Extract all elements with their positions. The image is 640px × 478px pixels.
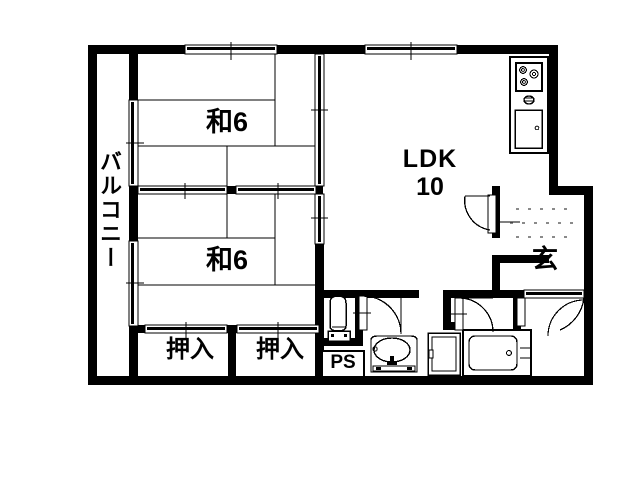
room-label-ldk-size: 10 — [416, 173, 444, 201]
toilet-room — [327, 295, 402, 342]
ldk-genkan-door — [464, 194, 497, 234]
room-label-ldk: LDK — [402, 145, 458, 173]
kitchen-unit — [509, 56, 549, 154]
bath-door — [449, 297, 494, 333]
balcony-door-lower — [126, 240, 144, 327]
toilet-door — [353, 295, 402, 335]
room-label-washitsu-lower: 和6 — [205, 245, 249, 275]
washroom-genkan-door — [516, 297, 585, 337]
room-label-pipe-shaft: PS — [330, 352, 356, 373]
balcony-door-upper — [126, 99, 144, 187]
kitchen-drain-icon — [523, 95, 535, 105]
wash-basin-vanity — [370, 335, 418, 373]
shoe-cabinet — [500, 195, 584, 255]
toilet-fixture — [327, 295, 351, 342]
pipe-shaft-box — [321, 350, 365, 378]
bathroom — [449, 297, 585, 377]
room-label-washitsu-upper: 和6 — [205, 107, 249, 137]
room-label-oshiire-left: 押入 — [166, 336, 214, 363]
tatami-lines-upper — [138, 54, 315, 186]
fusuma-between-washitsu — [137, 183, 317, 199]
gas-stove-3-burner — [515, 62, 543, 92]
fusuma-washitsu-ldk — [311, 53, 328, 245]
kitchen-sink — [514, 109, 543, 149]
closet-doors — [144, 322, 320, 338]
entrance-door — [523, 289, 585, 331]
bathtub — [462, 329, 532, 377]
washing-machine — [427, 332, 461, 376]
room-label-genkan: 玄 — [531, 244, 558, 274]
window-washitsu-upper-north — [184, 42, 278, 60]
room-label-oshiire-right: 押入 — [256, 336, 304, 363]
tatami-lines-lower — [138, 194, 315, 286]
room-label-balcony: バルコニー — [97, 150, 122, 270]
window-ldk-north — [364, 42, 458, 60]
